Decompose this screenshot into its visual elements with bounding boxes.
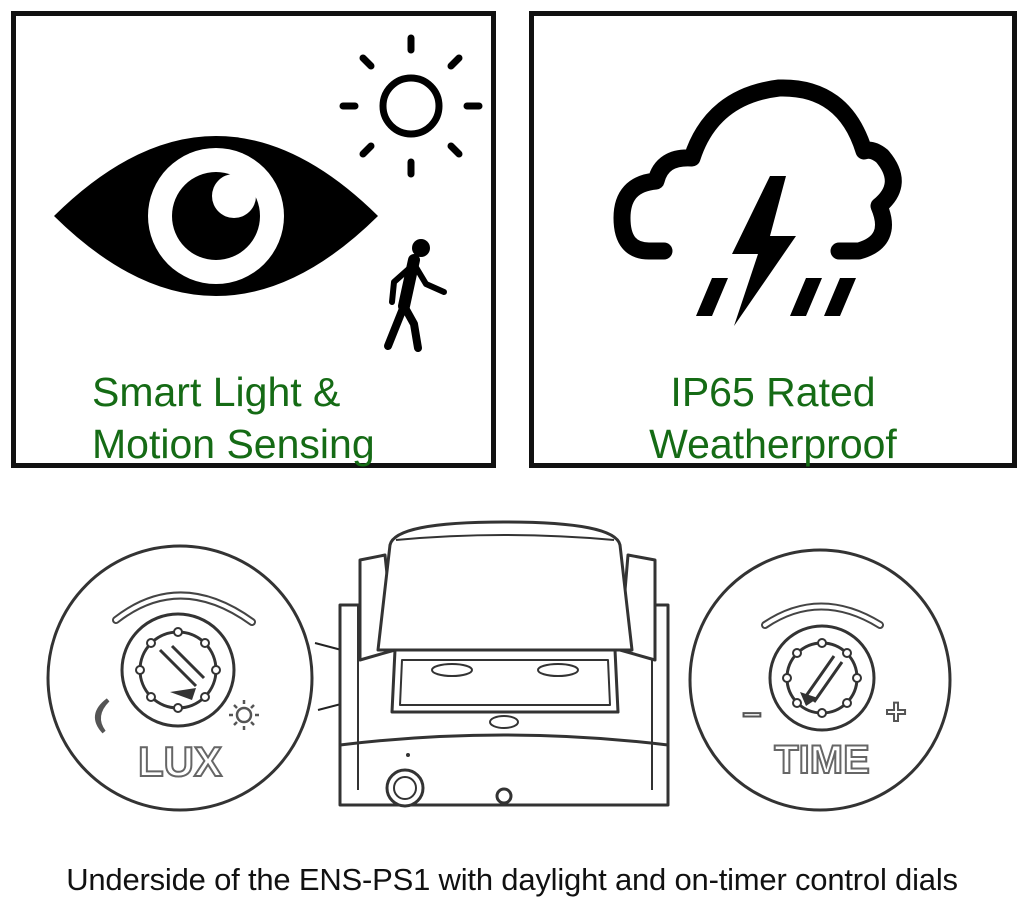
feature-label-line2: Motion Sensing bbox=[92, 421, 375, 467]
lux-label: LUX bbox=[138, 738, 222, 785]
diagram-caption: Underside of the ENS-PS1 with daylight a… bbox=[66, 862, 958, 897]
time-dial-knob[interactable] bbox=[768, 624, 876, 732]
feature-label-line2: Weatherproof bbox=[649, 421, 897, 467]
storm-cloud-icon bbox=[613, 79, 902, 326]
feature-label-line1: Smart Light & bbox=[92, 369, 341, 415]
time-minus-symbol: – bbox=[743, 694, 762, 732]
feature-label: IP65 Rated Weatherproof bbox=[534, 366, 1012, 470]
feature-label-line1: IP65 Rated bbox=[670, 369, 876, 415]
feature-label: Smart Light & Motion Sensing bbox=[16, 366, 491, 470]
feature-panel-light-motion: Smart Light & Motion Sensing bbox=[11, 11, 496, 468]
lux-dial-knob[interactable] bbox=[120, 612, 236, 728]
moon-icon bbox=[95, 698, 110, 734]
time-plus-symbol: + bbox=[885, 691, 906, 732]
walking-person-icon bbox=[384, 239, 447, 352]
time-label: TIME bbox=[774, 738, 870, 782]
sensor-underside-diagram: LUX – + TIME bbox=[46, 520, 952, 812]
sun-icon bbox=[339, 34, 483, 178]
feature-panel-weatherproof: IP65 Rated Weatherproof bbox=[529, 11, 1017, 468]
time-dial-callout: – + TIME bbox=[688, 548, 952, 812]
eye-icon bbox=[54, 136, 378, 296]
lux-dial-callout: LUX bbox=[46, 544, 314, 812]
sun-icon bbox=[229, 700, 259, 730]
sensor-housing bbox=[338, 520, 670, 808]
